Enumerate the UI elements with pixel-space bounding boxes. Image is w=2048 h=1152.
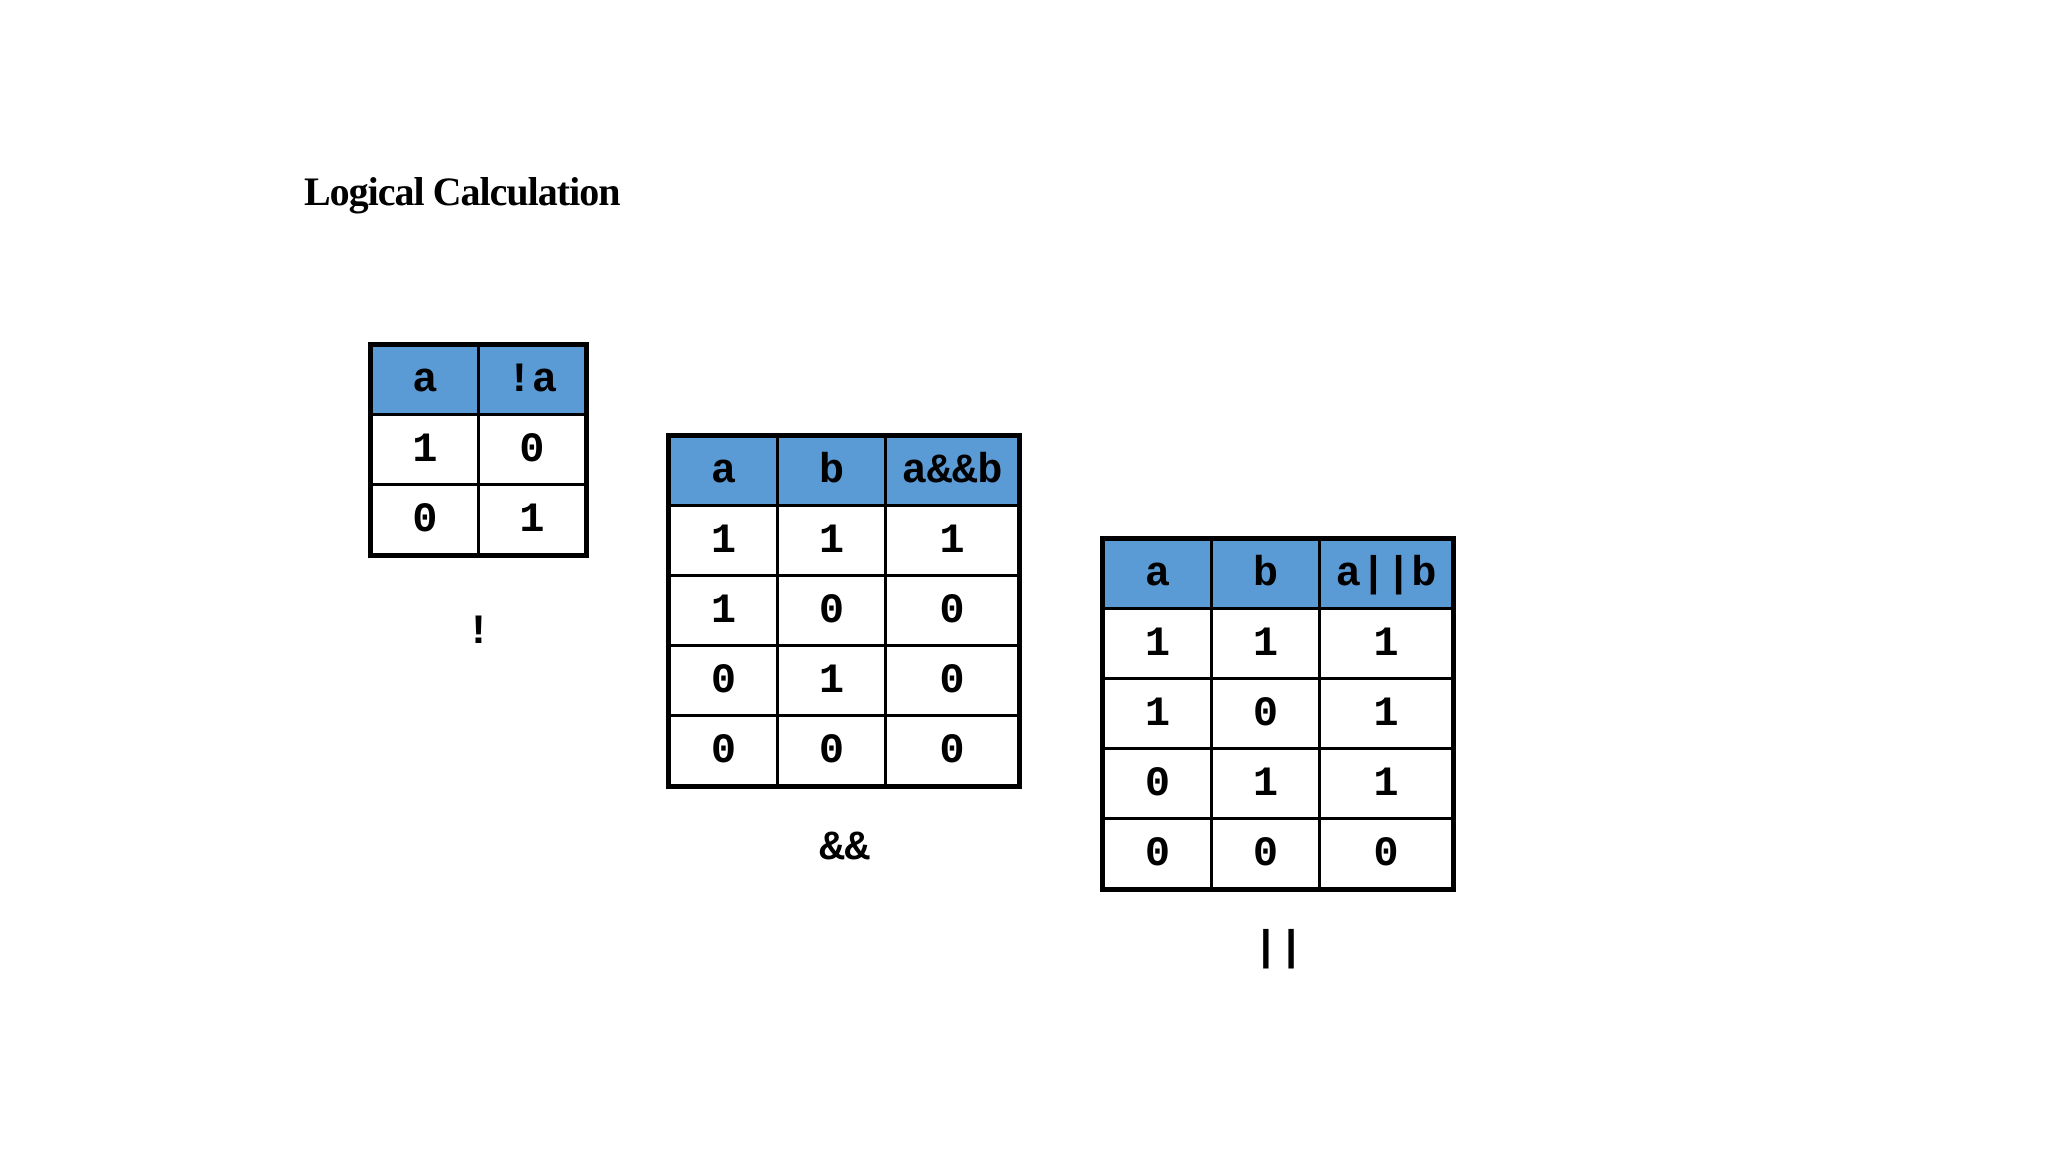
table-cell: 1: [1318, 677, 1455, 750]
table-header-cell: a&&b: [884, 434, 1021, 507]
table-row: 1 0: [369, 413, 589, 486]
table-header-row: a b a&&b: [667, 434, 1021, 507]
table-cell: 1: [476, 483, 589, 557]
table-cell: 0: [476, 413, 589, 486]
table-row: 0 0 0: [1101, 817, 1455, 891]
table-header-cell: !a: [476, 343, 589, 416]
table-header-cell: a: [1101, 537, 1213, 610]
table-row: 0 1 1: [1101, 747, 1455, 820]
table-cell: 0: [1318, 817, 1455, 891]
table-header-cell: b: [1210, 537, 1321, 610]
page-title: Logical Calculation: [304, 169, 620, 214]
table-cell: 0: [369, 483, 480, 557]
table-header-cell: a: [667, 434, 779, 507]
truth-table-or: a b a||b 1 1 1 1 0 1 0 1: [1100, 536, 1456, 892]
and-table-group: a b a&&b 1 1 1 1 0 0 0 1: [666, 433, 1023, 878]
table-header-row: a b a||b: [1101, 537, 1455, 610]
table-cell: 0: [776, 714, 887, 788]
table-row: 1 0 0: [667, 574, 1021, 647]
table-cell: 0: [884, 644, 1021, 717]
table-cell: 1: [1318, 747, 1455, 820]
table-cell: 1: [1318, 607, 1455, 680]
operator-label-or: ||: [1253, 924, 1304, 972]
table-header-cell: b: [776, 434, 887, 507]
table-cell: 0: [1210, 817, 1321, 891]
truth-table-not: a !a 1 0 0 1: [368, 342, 589, 558]
table-cell: 0: [776, 574, 887, 647]
table-row: 1 1 1: [667, 504, 1021, 577]
operator-label-not: !: [465, 608, 492, 656]
table-row: 0 1 0: [667, 644, 1021, 717]
table-cell: 1: [1210, 747, 1321, 820]
table-cell: 1: [667, 504, 779, 577]
table-cell: 1: [884, 504, 1021, 577]
table-cell: 0: [884, 714, 1021, 788]
table-cell: 0: [667, 644, 779, 717]
table-cell: 1: [667, 574, 779, 647]
table-cell: 1: [776, 644, 887, 717]
table-row: 0 0 0: [667, 714, 1021, 788]
table-cell: 0: [1101, 747, 1213, 820]
table-header-cell: a: [369, 343, 480, 416]
truth-table-and: a b a&&b 1 1 1 1 0 0 0 1: [666, 433, 1022, 789]
table-cell: 1: [1101, 607, 1213, 680]
table-row: 1 0 1: [1101, 677, 1455, 750]
table-cell: 0: [884, 574, 1021, 647]
table-row: 0 1: [369, 483, 589, 557]
table-row: 1 1 1: [1101, 607, 1455, 680]
table-cell: 1: [369, 413, 480, 486]
table-cell: 0: [1210, 677, 1321, 750]
table-header-cell: a||b: [1318, 537, 1455, 610]
table-header-row: a !a: [369, 343, 589, 416]
table-cell: 1: [776, 504, 887, 577]
table-cell: 0: [667, 714, 779, 788]
table-cell: 1: [1101, 677, 1213, 750]
or-table-group: a b a||b 1 1 1 1 0 1 0 1: [1100, 536, 1457, 978]
table-cell: 1: [1210, 607, 1321, 680]
table-cell: 0: [1101, 817, 1213, 891]
not-table-group: a !a 1 0 0 1 !: [368, 342, 589, 662]
operator-label-and: &&: [819, 824, 870, 872]
